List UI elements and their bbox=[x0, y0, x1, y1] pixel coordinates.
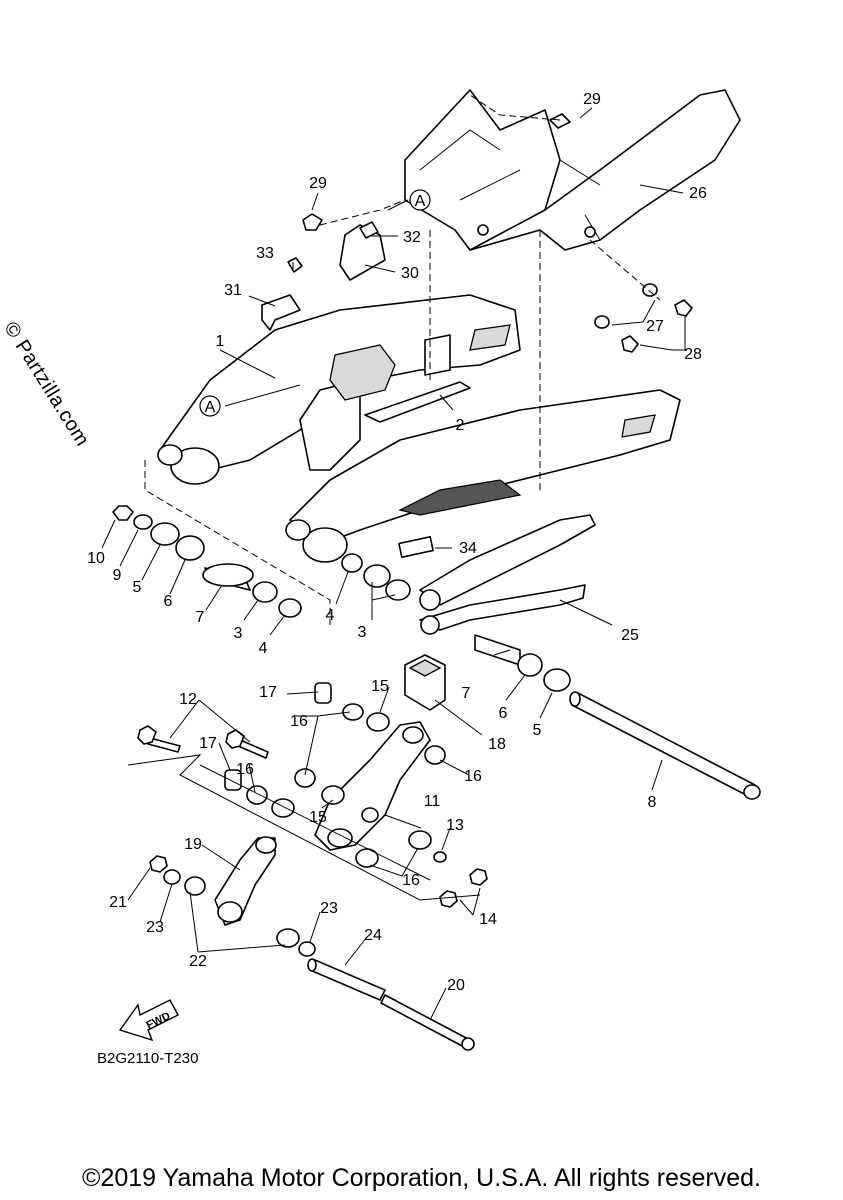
relay-arm-part bbox=[314, 721, 431, 851]
callout-label: 29 bbox=[583, 91, 601, 108]
fwd-arrow-icon: FWD bbox=[118, 999, 179, 1042]
ref-marker-a-lower: A bbox=[199, 395, 221, 417]
callout-label: 5 bbox=[133, 579, 142, 596]
callout-label: 4 bbox=[259, 640, 268, 657]
callout-label: 26 bbox=[689, 185, 707, 202]
callout-label: 16 bbox=[290, 713, 308, 730]
callout-label: 9 bbox=[113, 567, 122, 584]
pivot-bearing-set bbox=[112, 505, 571, 692]
callout-label: 11 bbox=[424, 793, 441, 810]
guard-part bbox=[404, 654, 446, 711]
swingarm-part bbox=[157, 294, 681, 563]
callout-label: 5 bbox=[533, 722, 542, 739]
copyright-notice: ©2019 Yamaha Motor Corporation, U.S.A. A… bbox=[82, 1164, 761, 1192]
callout-label: 30 bbox=[401, 265, 419, 282]
callout-label: 33 bbox=[256, 245, 274, 262]
rear-fender-part bbox=[404, 89, 741, 251]
callout-label: 23 bbox=[320, 900, 338, 917]
pivot-shaft-part bbox=[569, 691, 761, 800]
chain-slider-part bbox=[419, 514, 596, 635]
bolt-set bbox=[137, 725, 269, 759]
callout-label: 7 bbox=[196, 609, 205, 626]
callout-label: 28 bbox=[684, 346, 702, 363]
connecting-rod-part bbox=[214, 836, 277, 926]
callout-label: 32 bbox=[403, 229, 421, 246]
callout-label: 25 bbox=[621, 627, 639, 644]
callout-labels: 1 2 3 3 4 4 5 5 6 6 7 7 8 9 10 11 12 13 … bbox=[87, 91, 707, 994]
exploded-parts-diagram: A A 1 2 3 3 4 4 5 5 6 6 7 7 8 9 10 11 12… bbox=[87, 89, 761, 1051]
ref-marker-a-upper: A bbox=[409, 189, 431, 211]
callout-label: 23 bbox=[146, 919, 164, 936]
callout-label: 19 bbox=[184, 836, 202, 853]
callout-label: 17 bbox=[199, 735, 217, 752]
callout-label: 3 bbox=[358, 624, 367, 641]
callout-label: 18 bbox=[488, 736, 506, 753]
callout-label: 15 bbox=[371, 678, 389, 695]
callout-label: 8 bbox=[648, 794, 657, 811]
callout-label: 22 bbox=[189, 953, 207, 970]
collar-and-bolt-part bbox=[307, 958, 475, 1051]
callout-label: 14 bbox=[479, 911, 497, 928]
callout-label: 12 bbox=[179, 691, 197, 708]
callout-label: 27 bbox=[646, 318, 664, 335]
callout-label: 6 bbox=[164, 593, 173, 610]
callout-label: 10 bbox=[87, 550, 105, 567]
callout-label: 13 bbox=[446, 817, 464, 834]
callout-label: 15 bbox=[309, 809, 327, 826]
callout-label: 29 bbox=[309, 175, 327, 192]
callout-label: 17 bbox=[259, 684, 277, 701]
leader-lines bbox=[101, 107, 686, 1021]
assembly-lines bbox=[127, 94, 661, 901]
drawing-code: B2G2110-T230 bbox=[97, 1050, 199, 1067]
bracket-set bbox=[261, 113, 693, 558]
callout-label: 6 bbox=[499, 705, 508, 722]
callout-label: 16 bbox=[236, 761, 254, 778]
callout-label: 1 bbox=[216, 333, 225, 350]
callout-label: 4 bbox=[326, 607, 335, 624]
ref-marker-label: A bbox=[415, 193, 426, 210]
callout-label: 2 bbox=[456, 417, 465, 434]
callout-label: 16 bbox=[402, 872, 420, 889]
ref-marker-label: A bbox=[205, 399, 216, 416]
relay-bushing-set bbox=[224, 682, 447, 868]
callout-label: 21 bbox=[109, 894, 127, 911]
callout-label: 31 bbox=[224, 282, 242, 299]
callout-label: 7 bbox=[462, 685, 471, 702]
lower-fastener-set bbox=[149, 855, 488, 957]
callout-label: 24 bbox=[364, 927, 382, 944]
callout-label: 3 bbox=[234, 625, 243, 642]
callout-label: 16 bbox=[464, 768, 482, 785]
callout-label: 20 bbox=[447, 977, 465, 994]
callout-label: 34 bbox=[459, 540, 477, 557]
